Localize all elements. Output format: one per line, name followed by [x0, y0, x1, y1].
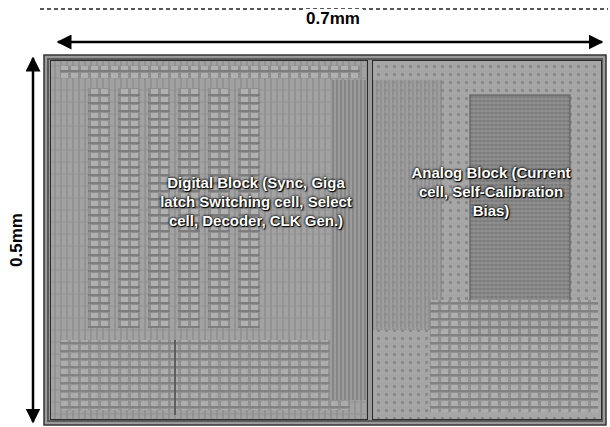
dimension-label: 0.5mm [7, 210, 27, 270]
block-label: Analog Block (Current cell, Self-Calibra… [405, 163, 577, 220]
layout-block-region: Analog Block (Current cell, Self-Calibra… [372, 60, 602, 420]
block-label: Digital Block (Sync, Giga latch Switchin… [156, 173, 356, 230]
layout-block-region: Digital Block (Sync, Giga latch Switchin… [50, 60, 368, 420]
dimension-label: 0.7mm [303, 9, 363, 29]
